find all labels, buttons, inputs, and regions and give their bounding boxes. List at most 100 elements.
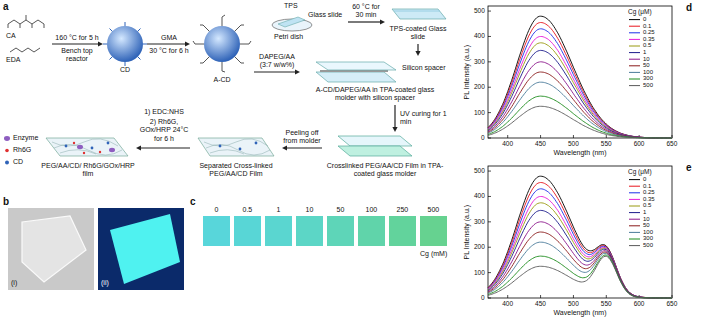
concentration-value: 10 bbox=[306, 206, 314, 214]
drawing-part bbox=[110, 214, 180, 284]
drawing-part bbox=[32, 24, 33, 28]
drawing-part bbox=[4, 136, 10, 141]
tick-mark bbox=[488, 61, 491, 62]
legend-label: 300 bbox=[643, 75, 653, 82]
drawing-part bbox=[5, 161, 9, 165]
legend-line bbox=[629, 65, 640, 66]
tick-mark bbox=[606, 135, 607, 138]
drawing-part bbox=[394, 11, 440, 12]
tick-mark bbox=[488, 196, 491, 197]
drawing-part bbox=[420, 216, 447, 246]
axis-label: 400 bbox=[474, 32, 485, 40]
tick-mark bbox=[488, 138, 491, 139]
step-label: Crosslinked PEG/AA/CD Film in TPA-coated… bbox=[322, 162, 448, 179]
axis-label: 550 bbox=[601, 140, 612, 148]
enzyme-film bbox=[46, 138, 128, 156]
drawing-part bbox=[98, 208, 184, 290]
legend-line bbox=[629, 206, 640, 207]
legend-label: 500 bbox=[643, 82, 653, 89]
drawing-part bbox=[10, 48, 40, 52]
drawing-part bbox=[138, 29, 141, 32]
drawing-part bbox=[60, 150, 96, 154]
tick-mark bbox=[488, 112, 491, 113]
drawing-part bbox=[193, 15, 251, 72]
drawing-part bbox=[125, 62, 126, 66]
arrow-line bbox=[52, 43, 98, 44]
edge-label: GMA bbox=[149, 34, 189, 42]
legend-label: Rh6G bbox=[13, 146, 31, 154]
axis-label: PL Intensity (a.u.) bbox=[463, 45, 471, 100]
drawing-part bbox=[265, 216, 292, 246]
legend-line bbox=[629, 179, 640, 180]
legend-line bbox=[629, 19, 640, 20]
tick-mark bbox=[488, 298, 491, 299]
concentration-value: 50 bbox=[337, 206, 345, 214]
drawing-part bbox=[327, 216, 354, 246]
drawing-part bbox=[219, 142, 258, 151]
axis-label: Cg (μM) bbox=[628, 168, 652, 176]
arrow-line bbox=[147, 43, 185, 44]
legend-label: 100 bbox=[643, 69, 653, 76]
drawing-part bbox=[235, 57, 244, 63]
arrow-line bbox=[348, 21, 380, 22]
drawing-part bbox=[54, 144, 122, 155]
spectrum-curve bbox=[488, 62, 672, 138]
drawing-part bbox=[5, 149, 9, 153]
process-arrow bbox=[52, 41, 103, 46]
citric-acid-structure bbox=[8, 15, 44, 28]
tick-mark bbox=[540, 135, 541, 138]
legend-line bbox=[629, 32, 640, 33]
axis-label: Cg (μM) bbox=[628, 8, 652, 16]
drawing-part bbox=[83, 152, 85, 154]
legend-line bbox=[629, 186, 640, 187]
legend-label: 1 bbox=[643, 209, 646, 216]
step-label: TPS bbox=[284, 2, 298, 10]
axis-label: 300 bbox=[474, 218, 485, 226]
drawing-part bbox=[77, 145, 115, 152]
drawing-part bbox=[198, 138, 274, 156]
axis-label: 450 bbox=[535, 300, 546, 308]
coated-glass-slide bbox=[392, 9, 446, 19]
spectrum-curve bbox=[488, 50, 672, 138]
spectrum-plot bbox=[488, 6, 672, 138]
axis-label: 500 bbox=[474, 167, 485, 175]
film-photo-i bbox=[8, 208, 94, 290]
axis-label: 0 bbox=[481, 294, 485, 302]
legend-line bbox=[629, 245, 640, 246]
process-step: CAEDA bbox=[4, 12, 52, 66]
tick-mark bbox=[507, 295, 508, 298]
legend-line bbox=[629, 46, 640, 47]
spectrum-curve bbox=[488, 232, 672, 298]
drawing-part bbox=[110, 29, 113, 32]
arrow-line bbox=[141, 147, 190, 148]
drawing-part bbox=[65, 142, 110, 150]
process-step: A-CD bbox=[190, 12, 254, 86]
drawing-part bbox=[143, 44, 147, 45]
spectrum-curve bbox=[488, 43, 672, 138]
legend-label: 1 bbox=[643, 49, 646, 56]
drawing-part bbox=[8, 24, 9, 28]
legend-label: 0.35 bbox=[643, 36, 655, 43]
drawing-part bbox=[8, 208, 94, 290]
arrow-head bbox=[185, 41, 190, 46]
color-squares bbox=[203, 216, 447, 246]
petri-dish bbox=[272, 17, 312, 31]
process-step: CD bbox=[103, 22, 147, 76]
axis-label: 450 bbox=[535, 140, 546, 148]
legend-label: 10 bbox=[643, 56, 650, 63]
tick-mark bbox=[573, 295, 574, 298]
photo-label: (i) bbox=[11, 279, 17, 287]
edge-label: 60 °C for 30 min bbox=[348, 3, 384, 20]
drawing-part bbox=[44, 24, 45, 28]
drawing-part bbox=[103, 22, 147, 66]
legend-line bbox=[629, 219, 640, 220]
panel-letter: c bbox=[190, 196, 196, 208]
step-label: Separated Cross-linked PEG/AA/CD Film bbox=[190, 162, 282, 179]
drawing-part bbox=[107, 26, 143, 62]
legend-label: 0.35 bbox=[643, 196, 655, 203]
legend-line bbox=[629, 85, 640, 86]
drawing-part bbox=[255, 142, 258, 145]
legend-label: 0.1 bbox=[643, 183, 651, 190]
step-label: TPS-coated Glass slide bbox=[385, 25, 451, 42]
